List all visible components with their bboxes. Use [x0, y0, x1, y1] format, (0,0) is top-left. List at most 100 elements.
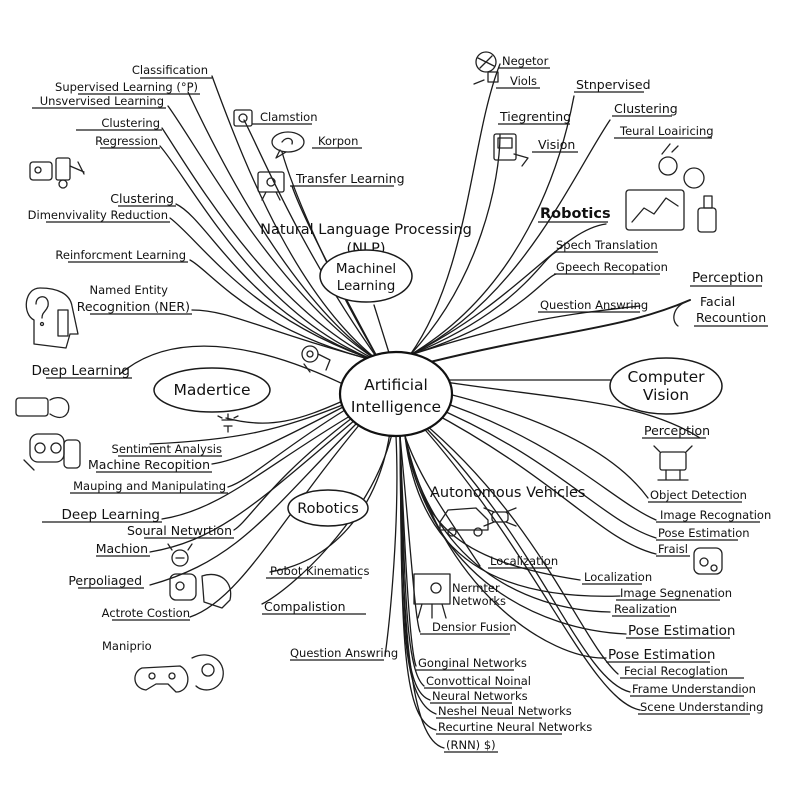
drone-icon [483, 507, 517, 527]
robot-arm-icon [167, 543, 193, 567]
label-mapping: Mauping and Manipulating [73, 479, 226, 493]
label-reinforcement: Reinforcment Learning [55, 248, 186, 262]
label-convottical: Convottical Noinal [426, 674, 531, 688]
center-title-line2: Intelligence [351, 398, 441, 416]
label-facial-regulation: Fecial Recoglation [624, 664, 728, 678]
laptop-chart-icon [625, 143, 717, 233]
label-rnn: (RNN) $) [446, 738, 496, 752]
label-realization: Realization [614, 602, 677, 616]
vehicle-icon [439, 507, 489, 537]
machine-learning-line1: Machinel [336, 261, 396, 277]
label-deep-learning-2: Deep Learning [62, 507, 160, 523]
upper-labels: Clamstion Korpon Transfer Learning Neget… [260, 54, 766, 325]
label-viols: Viols [510, 74, 537, 88]
label-transfer: Transfer Learning [295, 171, 405, 186]
left-labels: Classification Supervised Learning (°P) … [28, 63, 232, 653]
center-title-line1: Artificial [364, 376, 428, 394]
label-facial-line1: Facial [700, 294, 735, 309]
robot-icon [29, 157, 85, 189]
label-object-detection: Object Detection [650, 488, 747, 502]
label-clustering-3: Clustering [614, 101, 678, 116]
label-maniprio: Maniprio [102, 639, 152, 653]
computer-vision-line1: Computer [627, 368, 705, 386]
label-actrote: Actrote Costion [102, 606, 190, 620]
label-korpon: Korpon [318, 134, 358, 148]
sensor-icon [217, 413, 239, 433]
label-nermter-line1: Nermter [452, 581, 500, 595]
label-underlines [32, 67, 768, 753]
lower-labels: Autonomous Vehicles Pobot Kinematics Com… [264, 485, 592, 752]
label-facial-line2: Recountion [696, 310, 766, 325]
easel-icon [413, 573, 451, 619]
label-neural: Neural Networks [432, 689, 528, 703]
label-dim-reduction: Dimenvivality Reduction [28, 208, 168, 222]
label-frame: Frame Understandion [632, 682, 756, 696]
web-icon [473, 51, 499, 85]
label-soural: Soural Netwrtion [127, 523, 232, 538]
label-machine-recog: Machine Recopition [88, 457, 210, 472]
madertice-label: Madertice [173, 381, 250, 399]
machine-learning-node: Machinel Learning [319, 249, 413, 303]
label-perception-1: Perception [692, 270, 763, 286]
label-localization-2: Localization [584, 570, 652, 584]
label-vision: Vision [538, 137, 575, 152]
branch-lines [119, 63, 701, 749]
puzzle-head-icon [25, 287, 79, 349]
label-image-recog: Image Recognation [660, 508, 771, 522]
right-labels: Perception Object Detection Image Recogn… [584, 423, 771, 714]
label-speech-recog: Gpeech Recopation [556, 260, 668, 274]
label-compalistion: Compalistion [264, 599, 346, 614]
label-speech-translation: Spech Translation [556, 238, 658, 252]
label-image-seg: Image Segnenation [620, 586, 732, 600]
monitor-icon [233, 109, 253, 127]
label-nermter-line2: Networks [452, 594, 506, 608]
computer-vision-line2: Vision [643, 386, 689, 404]
label-recurtine: Recurtine Neural Networks [438, 720, 592, 734]
label-pose-1: Pose Estimation [658, 526, 750, 540]
chat-bubble-icon [271, 131, 305, 159]
label-ner-line1: Named Entity [90, 283, 169, 297]
label-negetor: Negetor [502, 54, 549, 68]
label-clustering-1: Clustering [101, 116, 160, 130]
label-clamstion: Clamstion [260, 110, 318, 124]
label-deep-learning-1: Deep Learning [32, 363, 130, 379]
label-perception-2: Perception [644, 423, 710, 438]
label-pose-2: Pose Estimation [628, 623, 735, 639]
label-supervised: Supervised Learning (°P) [55, 80, 198, 94]
label-fraisl: Fraisl [658, 542, 688, 556]
label-machion: Machion [96, 541, 148, 556]
camera-icon [493, 133, 529, 167]
label-localization-1: Localization [490, 554, 558, 568]
robotics-node: Robotics [287, 489, 369, 527]
atom-icon [673, 301, 687, 327]
label-neshel: Neshel Neual Networks [438, 704, 572, 718]
label-autonomous: Autonomous Vehicles [430, 485, 586, 501]
robot-face-icon [23, 433, 81, 471]
screen-icon [257, 171, 285, 201]
label-ner-line2: Recognition (NER) [77, 299, 190, 314]
label-tiegrenting: Tiegrenting [499, 109, 571, 124]
machine-learning-line2: Learning [337, 278, 396, 294]
label-teural: Teural Loairicing [619, 124, 714, 138]
label-pose-3: Pose Estimation [608, 647, 715, 663]
label-clustering-2: Clustering [110, 191, 174, 206]
label-question-2: Question Answring [290, 646, 398, 660]
madertice-node: Madertice [153, 367, 271, 413]
label-question-1: Question Answring [540, 298, 648, 312]
label-sentiment: Sentiment Analysis [112, 442, 222, 456]
label-scene: Scene Understanding [640, 700, 763, 714]
center-node: Artificial Intelligence [338, 350, 454, 438]
label-densior: Densior Fusion [432, 620, 517, 634]
label-robotics-upper: Robotics [540, 206, 611, 222]
device-icon [15, 397, 70, 419]
label-stnpervised: Stnpervised [576, 77, 651, 92]
robotics-oval-label: Robotics [297, 501, 359, 517]
label-classification: Classification [132, 63, 208, 77]
vr-headset-icon [169, 573, 232, 609]
label-gonginal: Gonginal Networks [418, 656, 527, 670]
device-icon [693, 547, 723, 575]
nlp-title-line1: Natural Language Processing [260, 222, 472, 238]
computer-vision-node: Computer Vision [609, 357, 723, 415]
